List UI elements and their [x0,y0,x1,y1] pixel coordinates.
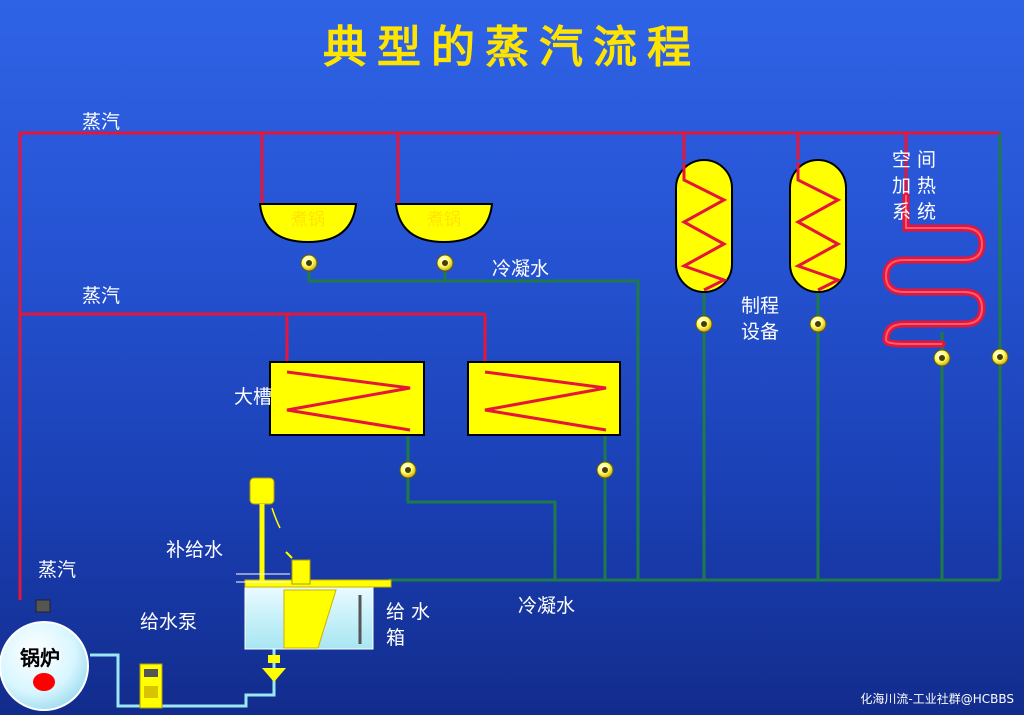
large-tank-1 [269,361,425,436]
boiler: 锅炉 [0,599,89,711]
steam-trap-icon [436,254,454,272]
steam-trap-icon [991,348,1009,366]
steam-main-header [18,131,1000,600]
space-heating-label-2: 加 热 [892,175,936,197]
makeup-water-valve [236,477,311,586]
space-heating-coil [882,191,986,348]
large-tank-label: 大槽 [234,386,272,408]
process-vessel-2 [789,159,847,293]
boiler-label: 锅炉 [20,646,60,670]
space-heating-label-3: 系 统 [892,201,936,223]
feed-pump [139,663,163,709]
makeup-water-label: 补给水 [166,539,223,561]
cooking-pot-1-label: 煮锅 [291,210,325,230]
steam-trap-icon [300,254,318,272]
cooking-pot-2: 煮锅 [394,203,494,244]
condensate-return-lines [307,133,1002,582]
steam-trap-icon [596,461,614,479]
space-heating-label-1: 空 间 [892,149,936,171]
steam-trap-icon [399,461,417,479]
feed-water-tank [244,579,392,650]
process-equipment-label-2: 设备 [741,321,779,343]
steam-label-top: 蒸汽 [82,111,120,133]
steam-trap-icon [933,349,951,367]
steam-label-bottom: 蒸汽 [38,559,76,581]
feed-tank-label-1: 给 水 [386,601,430,623]
cooking-pot-2-label: 煮锅 [427,210,461,230]
process-vessel-1 [675,159,733,293]
large-tank-2 [467,361,621,436]
process-equipment-label-1: 制程 [741,295,779,317]
page-title: 典型的蒸汽流程 [323,22,701,73]
condensate-label-bottom: 冷凝水 [518,595,575,617]
feedwater-line [90,645,276,708]
feed-tank-label-2: 箱 [386,627,405,649]
feed-pump-label: 给水泵 [140,611,197,633]
steam-traps [300,254,1009,479]
watermark: 化海川流-工业社群@HCBBS [860,691,1014,706]
condensate-label-top: 冷凝水 [492,258,549,280]
tank-outlet-valve [262,655,286,682]
steam-trap-icon [809,315,827,333]
cooking-pot-1: 煮锅 [258,203,358,244]
steam-trap-icon [695,315,713,333]
steam-label-mid: 蒸汽 [82,285,120,307]
